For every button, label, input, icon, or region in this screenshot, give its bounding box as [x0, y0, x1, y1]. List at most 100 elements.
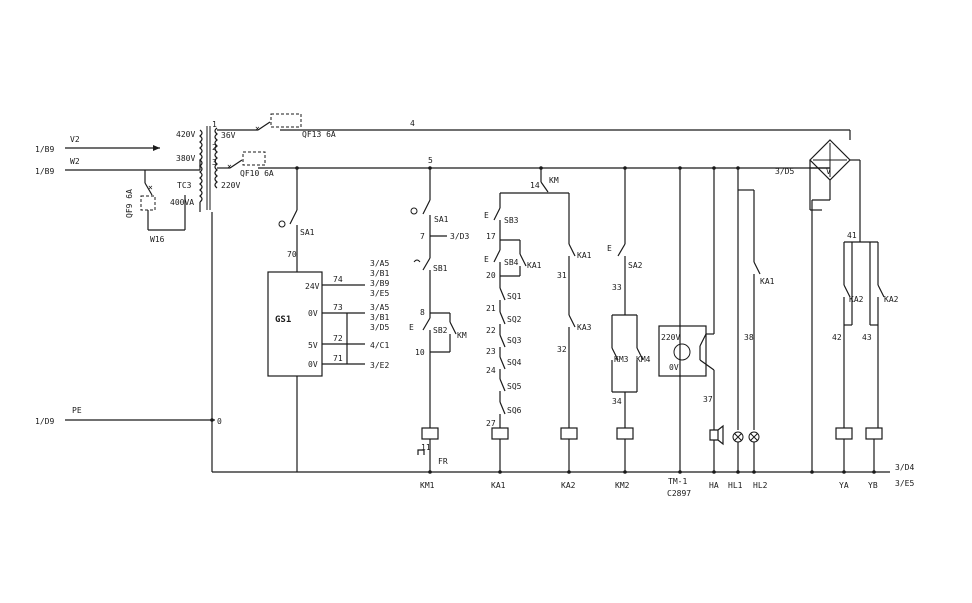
tap-2: 2 [212, 143, 217, 152]
km-top-label: KM [549, 176, 559, 185]
timer-0v: 0V [669, 363, 679, 372]
load-hl2: HL2 [753, 481, 768, 490]
tc3-rating: 400VA [170, 198, 194, 207]
bus-lines: × QF13 6A 4 × QF10 6A 5 3/D5 0 3/D4 3/E5 [210, 113, 914, 488]
bridge-label: V [826, 167, 831, 176]
load-ha: HA [709, 481, 719, 490]
node-32: 32 [557, 345, 567, 354]
ref-73-2: 3/D5 [370, 323, 389, 332]
svg-text:E: E [484, 211, 489, 220]
ka1-b-label: KA1 [577, 251, 592, 260]
node-37: 37 [703, 395, 713, 404]
fr-label: FR [438, 457, 448, 466]
transformer-tc3: 420V 380V TC3 400VA 36V 220V 1 2 3 [170, 120, 240, 212]
load-tm-part: C2897 [667, 489, 691, 498]
qf9-label: QF9 6A [125, 189, 134, 218]
node-11: 11 [421, 443, 431, 452]
qf13-label: QF13 6A [302, 130, 336, 139]
wire-71: 71 [333, 354, 343, 363]
node-41: 41 [847, 231, 857, 240]
sq6-label: SQ6 [507, 406, 522, 415]
node-43: 43 [862, 333, 872, 342]
sq4-label: SQ4 [507, 358, 522, 367]
ref-73-0: 3/A5 [370, 303, 389, 312]
km3-label: KM3 [614, 355, 629, 364]
tc3-380v: 380V [176, 154, 195, 163]
rectifier-branch: V 41 KA2 42 YA KA2 43 YB [809, 139, 899, 490]
node-0: 0 [217, 417, 222, 426]
branch-ha: 37 HA [699, 168, 724, 490]
branch-km2: E SA2 33 KM3 KM4 34 KM2 [607, 168, 651, 490]
branch-km1: SA1 7 3/D3 SB1 8 E SB2 KM 10 11 FR KM1 [409, 168, 469, 490]
km4-label: KM4 [636, 355, 651, 364]
branch-timer: 220V 0V TM-1 C2897 [658, 168, 707, 498]
node-7: 7 [420, 232, 425, 241]
ref-d5: 3/D5 [775, 167, 794, 176]
node-23: 23 [486, 347, 496, 356]
load-ka1: KA1 [491, 481, 506, 490]
load-hl1: HL1 [728, 481, 743, 490]
sb2-label: SB2 [433, 326, 448, 335]
sb1-label: SB1 [433, 264, 448, 273]
pe-ref: 1/D9 [35, 417, 54, 426]
tc3-36v: 36V [221, 131, 236, 140]
load-yb: YB [868, 481, 878, 490]
branch-ka2: KA1 31 KA3 32 KA2 [557, 193, 592, 490]
ka2-a-label: KA2 [849, 295, 864, 304]
node-34: 34 [612, 397, 622, 406]
node-17: 17 [486, 232, 496, 241]
km-label: KM [457, 331, 467, 340]
sq2-label: SQ2 [507, 315, 522, 324]
load-km1: KM1 [420, 481, 435, 490]
w16-label: W16 [150, 235, 165, 244]
w2-label: W2 [70, 157, 80, 166]
branch-ka1: 14 KM E SB3 17 E SB4 KA1 20 SQ1 21 SQ2 2… [484, 168, 569, 490]
node-42: 42 [832, 333, 842, 342]
gs1-24v: 24V [305, 282, 320, 291]
ref-72: 4/C1 [370, 341, 389, 350]
node-70: 70 [287, 250, 297, 259]
node-27: 27 [486, 419, 496, 428]
ref-74-0: 3/A5 [370, 259, 389, 268]
sa1-label: SA1 [434, 215, 449, 224]
timer-220v: 220V [661, 333, 680, 342]
svg-text:E: E [484, 255, 489, 264]
sq5-label: SQ5 [507, 382, 522, 391]
gs1-0v-a: 0V [308, 309, 318, 318]
load-tm: TM-1 [668, 477, 687, 486]
node-4: 4 [410, 119, 415, 128]
ref-73-1: 3/B1 [370, 313, 389, 322]
svg-text:×: × [227, 162, 232, 171]
v2-ref: 1/B9 [35, 145, 54, 154]
ref-74-3: 3/E5 [370, 289, 389, 298]
tap-3: 3 [212, 158, 217, 167]
sa1-left-label: SA1 [300, 228, 315, 237]
ref-74-2: 3/B9 [370, 279, 389, 288]
ref-d4: 3/D4 [895, 463, 914, 472]
tap-1: 1 [212, 120, 217, 129]
sb4-label: SB4 [504, 258, 519, 267]
tc3-220v: 220V [221, 181, 240, 190]
wire-72: 72 [333, 334, 343, 343]
node-20: 20 [486, 271, 496, 280]
gs1-name: GS1 [275, 315, 291, 325]
node-5: 5 [428, 156, 433, 165]
gs1-5v: 5V [308, 341, 318, 350]
qf10-label: QF10 6A [240, 169, 274, 178]
tc3-420v: 420V [176, 130, 195, 139]
w2-ref: 1/B9 [35, 167, 54, 176]
wire-73: 73 [333, 303, 343, 312]
ka2-b-label: KA2 [884, 295, 899, 304]
node-22: 22 [486, 326, 496, 335]
ka1-c-label: KA1 [760, 277, 775, 286]
qf9-breaker: × QF9 6A W16 [125, 170, 186, 244]
node-24: 24 [486, 366, 496, 375]
sb3-label: SB3 [504, 216, 519, 225]
ref-e5: 3/E5 [895, 479, 914, 488]
node-10: 10 [415, 348, 425, 357]
svg-text:E: E [409, 323, 414, 332]
load-ka2: KA2 [561, 481, 576, 490]
wire-74: 74 [333, 275, 343, 284]
node-21: 21 [486, 304, 496, 313]
